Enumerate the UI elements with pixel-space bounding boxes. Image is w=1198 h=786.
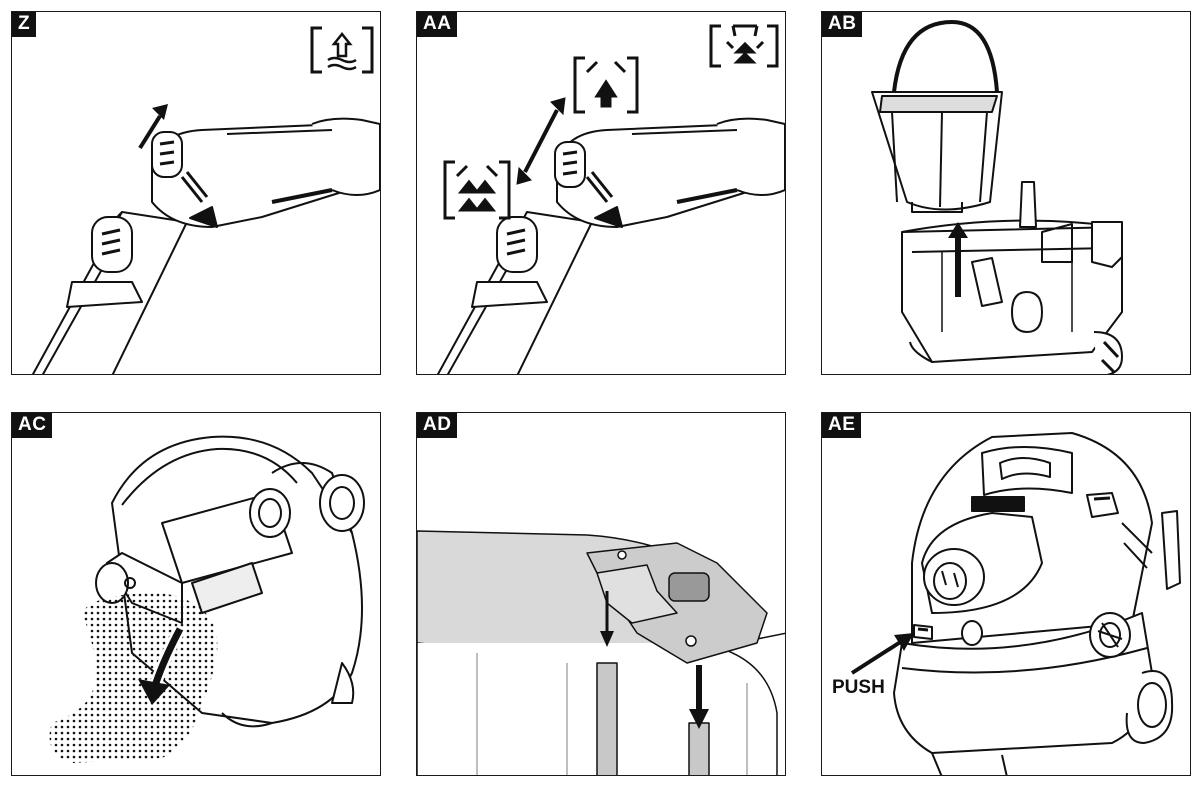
panel-label: AD [417,413,458,438]
curved-arrow-icon [138,626,186,705]
panel-label: AC [12,413,53,438]
handle-illustration [31,26,380,374]
push-arrow-icon [850,633,914,675]
panel-aa: AA [416,11,786,375]
vacuum-illustration [850,432,1181,775]
panel-label: Z [12,12,37,37]
panel-ab: AB [821,11,1191,375]
panel-ad: AD [416,412,786,776]
handle-illustration [436,24,785,374]
up-arrow-icon [138,104,168,150]
raise-water-level-icon [310,26,374,74]
down-arrow-icon [600,591,614,647]
panel-ac: AC [11,412,381,776]
panel-ae: AE [821,412,1191,776]
panel-z: Z [11,11,381,375]
panel-label: AE [822,413,862,438]
float-basket-illustration [871,20,1123,374]
double-arrow-icon [516,97,566,185]
up-arrow-icon [948,222,968,297]
full-suction-icon [443,160,511,220]
suction-power-icon [709,24,779,68]
empty-container-illustration [49,435,365,763]
panel-label: AB [822,12,863,37]
reduced-suction-icon [573,56,639,114]
filter-cover-illustration [417,530,785,775]
down-arrow-icon [689,665,709,729]
push-callout: PUSH [832,677,885,698]
panel-label: AA [417,12,458,37]
